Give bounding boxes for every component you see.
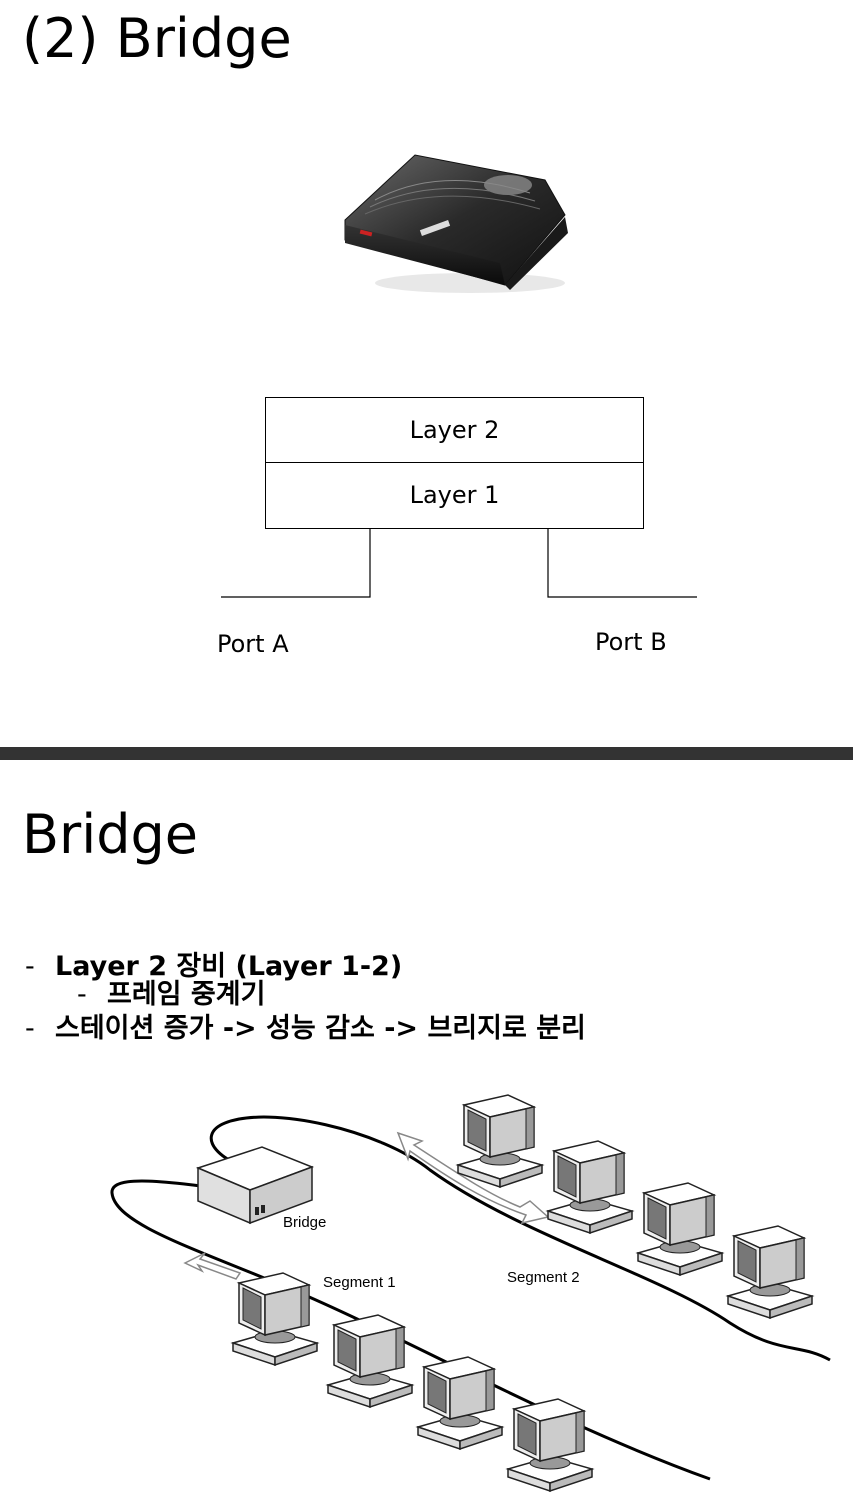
port-a-label: Port A	[217, 630, 289, 658]
bullet-item: -Layer 2 장비 (Layer 1-2)	[25, 951, 403, 982]
router-device-image	[344, 154, 568, 293]
bullet-item: -스테이션 증가 -> 성능 감소 -> 브리지로 분리	[25, 1013, 586, 1044]
bridge-label: Bridge	[283, 1214, 326, 1231]
layer-1-box: Layer 1	[265, 462, 644, 529]
bullet-list: -Layer 2 장비 (Layer 1-2) -프레임 중계기 -스테이션 증…	[25, 950, 586, 1046]
slide2-title: Bridge	[22, 803, 199, 866]
layer-2-label: Layer 2	[409, 416, 500, 444]
layer-1-label: Layer 1	[409, 481, 500, 509]
port-lines	[221, 528, 697, 598]
bridge-network-diagram: Bridge Segment 1 Segment 2	[110, 1094, 831, 1492]
sub-bullet-item: -프레임 중계기	[77, 979, 266, 1010]
slide1-title: (2) Bridge	[22, 7, 292, 70]
segment-2-label: Segment 2	[507, 1269, 580, 1286]
segment-1-label: Segment 1	[323, 1274, 396, 1291]
slide-divider	[0, 747, 853, 760]
port-b-label: Port B	[595, 628, 667, 656]
layer-2-box: Layer 2	[265, 397, 644, 463]
